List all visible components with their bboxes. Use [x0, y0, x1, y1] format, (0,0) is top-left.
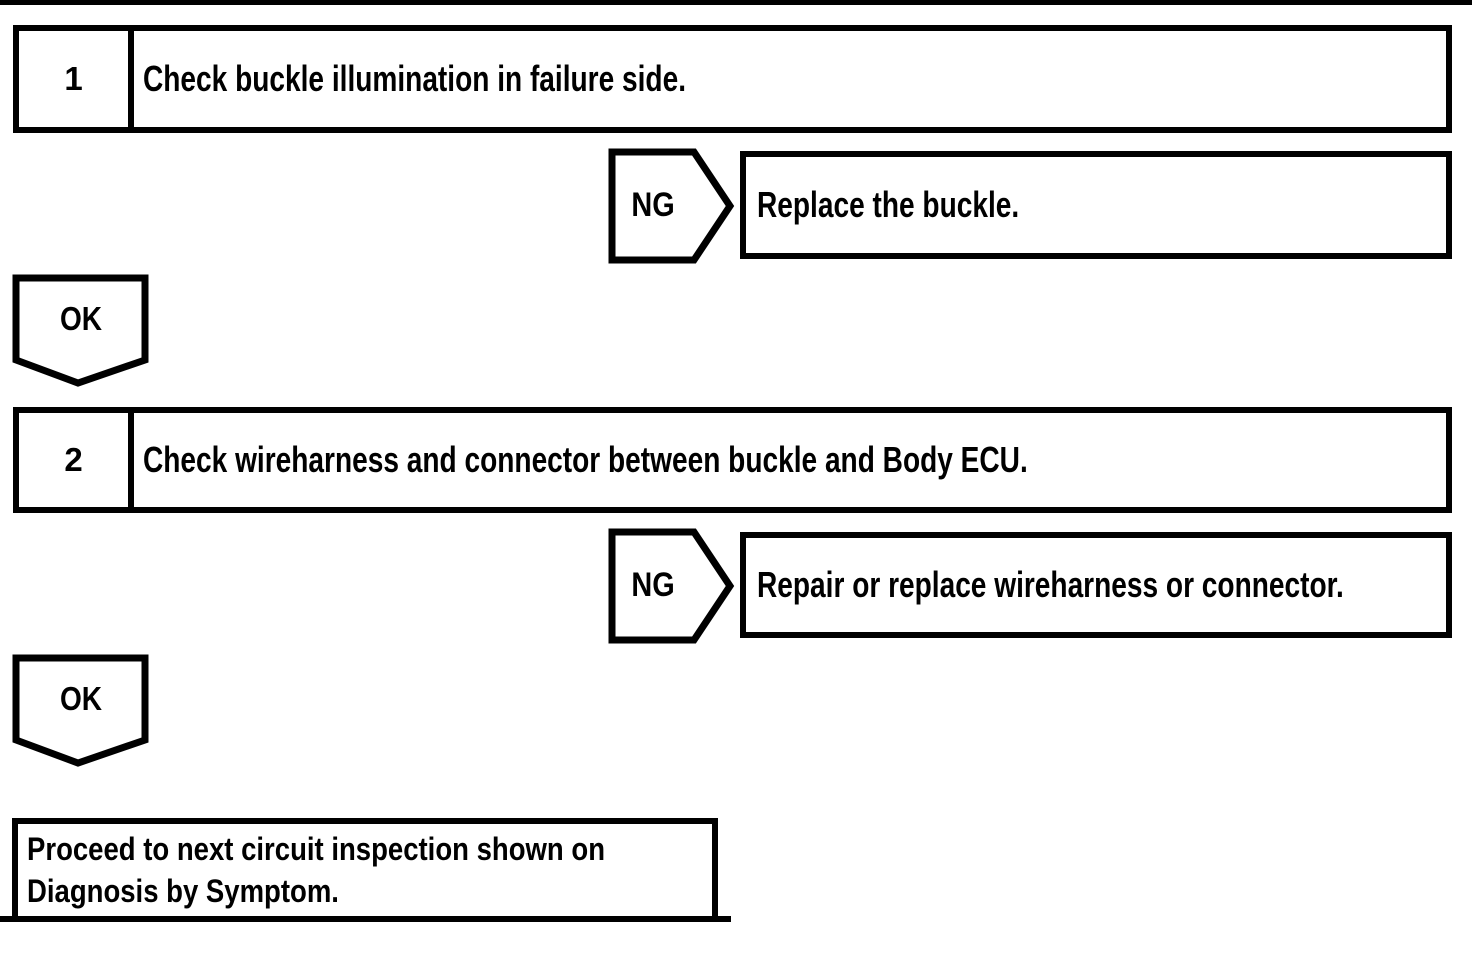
ng-right-arrow-icon-2 [608, 528, 735, 644]
ng-right-arrow-icon-1 [608, 148, 735, 264]
result-line-2: Diagnosis by Symptom. [27, 873, 339, 909]
ng-label-1: NG [631, 186, 675, 224]
ng-action-box-2: Repair or replace wireharness or connect… [740, 532, 1452, 638]
ng-label-2: NG [631, 566, 675, 604]
scan-artifact-top-edge [0, 0, 1472, 5]
result-box: Proceed to next circuit inspection shown… [12, 818, 718, 922]
ng-action-text-2: Repair or replace wireharness or connect… [757, 564, 1344, 605]
step-2-instruction: Check wireharness and connector between … [143, 439, 1028, 480]
step-1-instruction-cell: Check buckle illumination in failure sid… [134, 31, 1446, 127]
step-2-box: 2 Check wireharness and connector betwee… [13, 407, 1452, 513]
step-2-number: 2 [19, 413, 134, 507]
ok-down-arrow-icon-2 [12, 654, 149, 767]
result-line-1: Proceed to next circuit inspection shown… [27, 831, 606, 867]
ng-action-box-1: Replace the buckle. [740, 151, 1452, 259]
ok-down-arrow-icon-1 [12, 274, 149, 387]
scan-artifact-bottom-edge [0, 916, 731, 922]
ng-action-text-1: Replace the buckle. [757, 184, 1020, 225]
step-1-instruction: Check buckle illumination in failure sid… [143, 58, 687, 99]
step-1-box: 1 Check buckle illumination in failure s… [13, 25, 1452, 133]
ok-label-2: OK [59, 680, 103, 717]
ok-label-1: OK [59, 300, 103, 337]
step-1-number: 1 [19, 31, 134, 127]
step-2-instruction-cell: Check wireharness and connector between … [134, 413, 1446, 507]
